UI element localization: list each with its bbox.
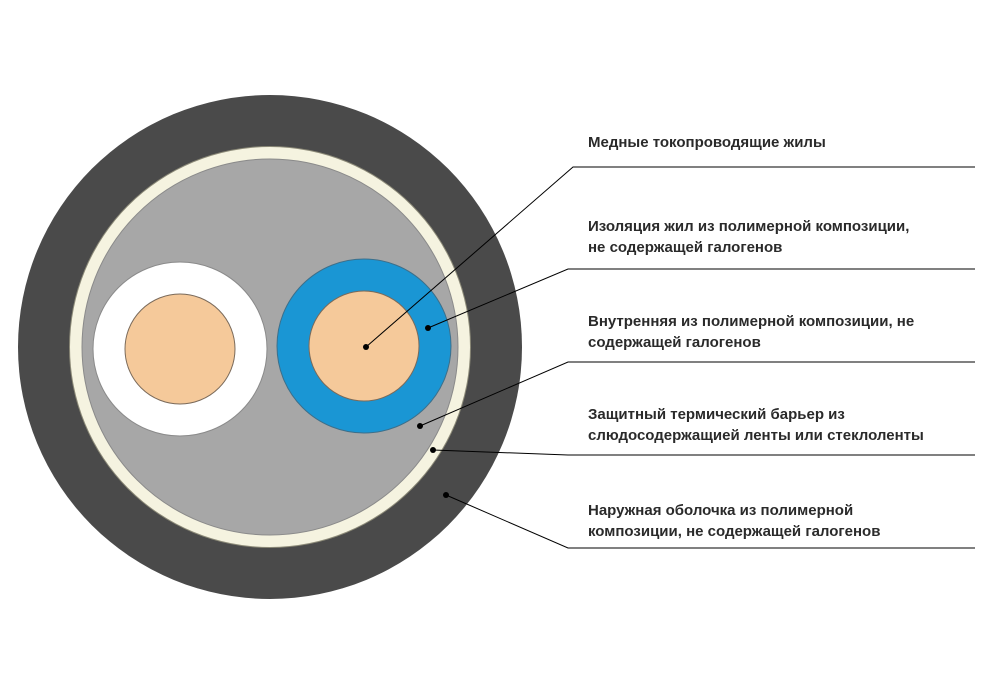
anchor-dot-thermal-barrier: [430, 447, 436, 453]
label-line: не содержащей галогенов: [588, 239, 783, 256]
label-thermal-barrier: Защитный термический барьер из слюдосоде…: [588, 404, 978, 446]
label-line: слюдосодержащией ленты или стеклоленты: [588, 427, 924, 444]
label-line: Наружная оболочка из полимерной: [588, 502, 854, 519]
leader-lines: [365, 166, 975, 549]
leader-line-core-insulation: [427, 268, 975, 329]
cable-cross-section: [18, 95, 522, 599]
label-core-insulation: Изоляция жил из полимерной композиции, н…: [588, 216, 978, 258]
anchor-dot-core-insulation: [425, 325, 431, 331]
anchor-dot-inner-filler: [417, 423, 423, 429]
leader-line-outer-sheath: [445, 494, 975, 549]
inner-filler: [81, 158, 459, 536]
leader-line-inner-filler: [419, 361, 975, 427]
anchor-dot-conductors: [363, 344, 369, 350]
label-outer-sheath: Наружная оболочка из полимерной композиц…: [588, 500, 978, 542]
core-left: [92, 261, 268, 437]
label-line: Изоляция жил из полимерной композиции,: [588, 218, 910, 235]
anchor-dot-outer-sheath: [443, 492, 449, 498]
label-line: содержащей галогенов: [588, 334, 761, 351]
leader-line-thermal-barrier: [432, 449, 975, 456]
label-line: Медные токопроводящие жилы: [588, 134, 826, 151]
leader-line-conductors: [365, 166, 975, 348]
anchor-dots: [363, 325, 449, 498]
label-line: Внутренняя из полимерной композиции, не: [588, 313, 915, 330]
label-line: композиции, не содержащей галогенов: [588, 523, 881, 540]
label-inner-filler: Внутренняя из полимерной композиции, не …: [588, 311, 978, 353]
copper-conductor-left: [124, 293, 236, 405]
label-line: Защитный термический барьер из: [588, 406, 845, 423]
label-copper-conductors: Медные токопроводящие жилы: [588, 132, 978, 153]
